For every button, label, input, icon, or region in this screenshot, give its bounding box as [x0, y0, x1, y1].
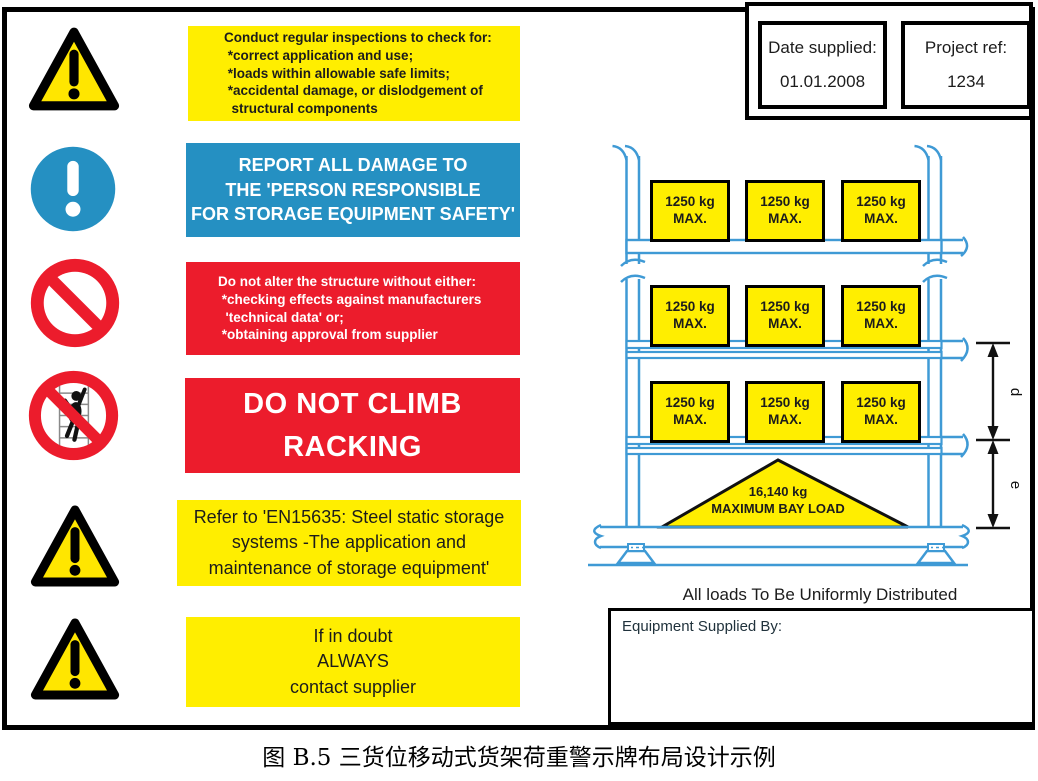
date-supplied-label: Date supplied: [768, 38, 877, 58]
date-supplied-box: Date supplied: 01.01.2008 [758, 21, 887, 109]
do-not-climb-message: DO NOT CLIMB RACKING [185, 378, 520, 473]
max-load-cell: 1250 kg MAX. [745, 180, 825, 242]
project-ref-label: Project ref: [924, 38, 1008, 58]
refer-standard-message: Refer to 'EN15635: Steel static storage … [177, 500, 521, 586]
max-load-cell: 1250 kg MAX. [841, 285, 921, 347]
equipment-supplied-label: Equipment Supplied By: [622, 618, 783, 635]
max-load-cell: 1250 kg MAX. [745, 381, 825, 443]
max-load-cell: 1250 kg MAX. [650, 381, 730, 443]
prohibition-icon [29, 257, 121, 349]
project-ref-box: Project ref: 1234 [901, 21, 1031, 109]
racking-diagram: d e 1250 kg MAX. 1250 kg MAX. 1250 kg MA… [585, 140, 1038, 585]
max-load-cell: 1250 kg MAX. [841, 180, 921, 242]
mandatory-exclamation-icon [29, 145, 117, 233]
report-damage-message: REPORT ALL DAMAGE TO THE 'PERSON RESPONS… [186, 143, 520, 237]
dimension-d-label: d [1007, 388, 1024, 396]
bay-load-value: 16,140 kg [748, 484, 808, 499]
max-load-cell: 1250 kg MAX. [650, 180, 730, 242]
inspection-message: Conduct regular inspections to check for… [188, 26, 520, 121]
equipment-supplied-box: Equipment Supplied By: [608, 608, 1035, 725]
figure-caption: 图 B.5 三货位移动式货架荷重警示牌布局设计示例 [262, 745, 776, 771]
no-climbing-icon [27, 369, 120, 462]
max-load-cell: 1250 kg MAX. [841, 381, 921, 443]
if-in-doubt-message: If in doubt ALWAYS contact supplier [186, 617, 520, 707]
warning-triangle-icon [30, 615, 120, 703]
max-load-cell: 1250 kg MAX. [650, 285, 730, 347]
sign-outer-border [2, 7, 1035, 730]
bay-load-text: MAXIMUM BAY LOAD [711, 500, 845, 516]
max-load-cell: 1250 kg MAX. [745, 285, 825, 347]
uniform-load-note: All loads To Be Uniformly Distributed [682, 585, 958, 604]
project-ref-value: 1234 [947, 71, 985, 91]
warning-triangle-icon [28, 24, 120, 114]
dimension-e-label: e [1007, 481, 1024, 489]
date-supplied-value: 01.01.2008 [779, 71, 866, 91]
warning-triangle-icon [30, 502, 120, 590]
rack-frame-drawing: d e [588, 144, 1024, 567]
bay-load-label: 16,140 kg MAXIMUM BAY LOAD [678, 484, 878, 518]
do-not-alter-message: Do not alter the structure without eithe… [186, 262, 520, 355]
